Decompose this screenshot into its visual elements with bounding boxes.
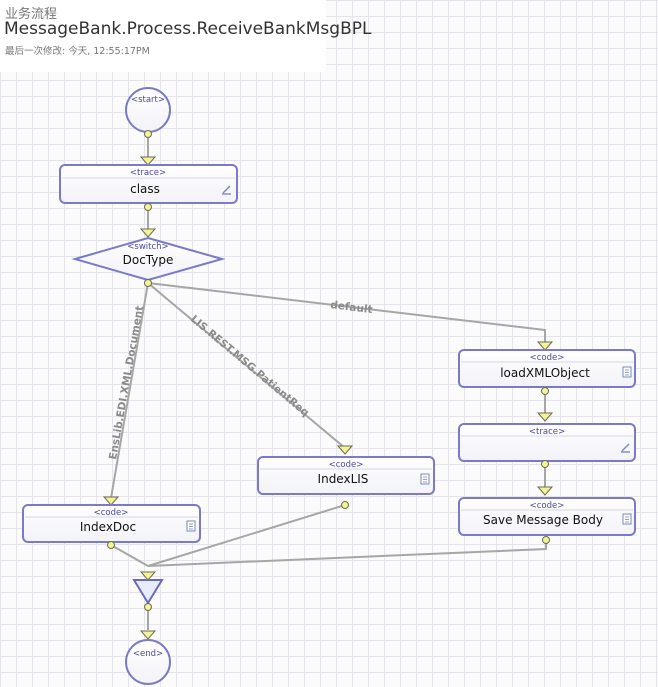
svg-text:<code>: <code> xyxy=(530,353,565,363)
edge-label-default: default xyxy=(330,299,374,316)
svg-text:<end>: <end> xyxy=(133,649,163,659)
document-icon xyxy=(420,473,430,485)
breadcrumb-category: 业务流程 xyxy=(5,7,58,22)
last-modified-timestamp: 最后一次修改: 今天, 12:55:17PM xyxy=(5,46,150,57)
code-node-loadxmlobject[interactable]: <code> loadXMLObject xyxy=(458,349,636,388)
document-icon xyxy=(622,513,632,525)
header-panel: 业务流程 MessageBank.Process.ReceiveBankMsgB… xyxy=(0,0,371,72)
connector-save-join xyxy=(147,540,547,567)
port-dot xyxy=(144,130,152,138)
arrow-icon xyxy=(102,496,120,506)
edge-label-lis: LIS.REST.MSG.PatientReq xyxy=(188,313,311,419)
svg-text:IndexLIS: IndexLIS xyxy=(318,472,369,486)
document-icon xyxy=(622,366,632,378)
arrow-icon xyxy=(536,412,554,422)
connector-indexdoc-join xyxy=(110,544,149,567)
arrow-icon xyxy=(336,445,354,455)
start-node[interactable]: <start> xyxy=(125,87,171,133)
edge-label-ens: EnsLib.EDI.XML.Document xyxy=(107,305,146,461)
connection-ports xyxy=(107,130,550,611)
connector-arrows xyxy=(102,156,554,640)
svg-text:<trace>: <trace> xyxy=(130,168,166,178)
arrow-icon xyxy=(536,341,554,351)
connector-switch-indexlis xyxy=(147,282,346,449)
arrow-icon xyxy=(139,630,157,640)
pencil-icon xyxy=(621,443,630,453)
arrow-icon xyxy=(139,228,157,238)
document-icon xyxy=(186,520,196,532)
svg-text:IndexDoc: IndexDoc xyxy=(80,520,136,534)
svg-text:<switch>: <switch> xyxy=(127,242,168,252)
end-node[interactable]: <end> xyxy=(125,639,171,685)
port-dot xyxy=(541,460,549,468)
code-node-indexdoc[interactable]: <code> IndexDoc xyxy=(22,504,201,543)
arrow-icon xyxy=(139,571,157,581)
trace-node-class[interactable]: <trace> class xyxy=(59,164,238,204)
port-dot xyxy=(541,387,549,395)
svg-text:loadXMLObject: loadXMLObject xyxy=(500,366,590,380)
svg-text:Save Message Body: Save Message Body xyxy=(483,513,603,527)
port-dot xyxy=(144,203,152,211)
svg-text:<trace>: <trace> xyxy=(529,427,565,437)
arrow-icon xyxy=(139,156,157,166)
page-title: MessageBank.Process.ReceiveBankMsgBPL xyxy=(4,19,372,39)
svg-text:<start>: <start> xyxy=(131,95,165,105)
arrow-icon xyxy=(536,486,554,496)
connector-indexlis-join xyxy=(147,504,346,567)
port-dot xyxy=(144,279,152,287)
connector-switch-indexdoc xyxy=(110,282,149,499)
svg-text:DocType: DocType xyxy=(123,253,174,267)
port-dot xyxy=(341,501,349,509)
join-node[interactable] xyxy=(132,579,164,605)
svg-text:<code>: <code> xyxy=(94,508,129,518)
connectors xyxy=(110,134,547,630)
port-dot xyxy=(107,541,115,549)
connector-switch-load xyxy=(147,282,546,342)
svg-text:class: class xyxy=(130,182,160,196)
pencil-icon xyxy=(222,185,231,195)
port-dot xyxy=(144,603,152,611)
code-node-indexlis[interactable]: <code> IndexLIS xyxy=(257,456,435,495)
svg-text:<code>: <code> xyxy=(329,460,364,470)
trace-node-empty[interactable]: <trace> xyxy=(458,423,636,462)
switch-node-doctype[interactable]: <switch> DocType xyxy=(71,236,226,282)
port-dot xyxy=(542,536,550,544)
svg-text:<code>: <code> xyxy=(530,501,565,511)
code-node-save-message-body[interactable]: <code> Save Message Body xyxy=(458,497,636,536)
